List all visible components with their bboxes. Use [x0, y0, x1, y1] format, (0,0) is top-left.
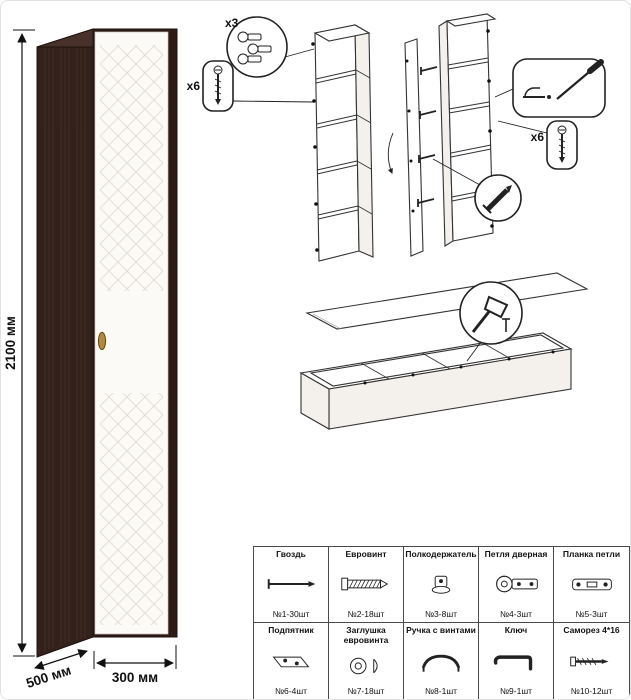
confirmat-callout-circle — [432, 158, 522, 222]
part-count: №1-30шт — [272, 608, 310, 619]
part-cell-shelf-support: Полкодержатель №3-8шт — [404, 547, 479, 623]
part-name: Заглушка евровинта — [343, 625, 389, 645]
shelf-unit-left — [311, 24, 374, 262]
part-cell-euroscrew: Евровинт №2-18шт — [329, 547, 404, 623]
height-dimension-label: 2100 мм — [3, 316, 18, 370]
screw-cap-icon — [350, 657, 378, 674]
screw-icon — [213, 65, 223, 105]
part-name: Саморез 4*16 — [563, 625, 620, 635]
handle-icon — [422, 654, 460, 672]
height-dimension: 2100 мм — [3, 29, 35, 657]
part-cell-handle: Ручка с винтами №8-1шт — [404, 623, 479, 699]
part-cell-door-hinge: Петля дверная №4-3шт — [479, 547, 554, 623]
self-tapping-screw-icon — [569, 656, 608, 667]
part-cell-screw-cap: Заглушка евровинта №7-18шт — [329, 623, 404, 699]
assembly-step-back-panel — [299, 272, 589, 430]
part-cell-nail: Гвоздь №1-30шт — [254, 547, 329, 623]
carcass-box — [299, 332, 573, 430]
part-count: №10-12шт — [570, 685, 613, 696]
confirmat-screw-icon — [482, 185, 512, 214]
glide-foot-icon — [272, 656, 310, 668]
hinge-icon — [237, 31, 272, 65]
shelf-support-icon — [431, 576, 451, 595]
part-name: Евровинт — [345, 549, 387, 559]
screw-icon — [557, 125, 567, 163]
part-cell-self-tapping-screw: Саморез 4*16 №10-12шт — [554, 623, 629, 699]
screw-count-right-label: x6 — [531, 130, 545, 144]
hammer-callout-circle — [459, 281, 523, 362]
screws-callout-box-right: x6 — [497, 120, 578, 170]
depth-dimension-label: 500 мм — [24, 662, 73, 691]
assembly-step-shelf-units: x3 x6 — [187, 13, 606, 262]
nail-icon — [267, 579, 316, 590]
part-count: №7-18шт — [347, 686, 385, 696]
part-name: Планка петли — [562, 549, 621, 559]
hinge-count-label: x3 — [225, 16, 239, 30]
part-count: №8-1шт — [424, 685, 458, 696]
door-hinge-icon — [496, 576, 538, 593]
hex-key-icon — [493, 655, 533, 671]
part-name: Гвоздь — [276, 549, 306, 559]
part-name: Ручка с винтами — [406, 625, 476, 635]
part-count: №2-18шт — [347, 608, 385, 619]
part-count: №6-4шт — [274, 685, 308, 696]
part-name: Петля дверная — [484, 549, 548, 559]
wardrobe-illustration: 2100 мм 300 мм 500 мм — [3, 28, 178, 691]
hinge-tool-callout-box — [494, 58, 606, 118]
parts-table: Гвоздь №1-30шт Евровинт №2-18шт Полкодер… — [253, 546, 630, 699]
join-arrow — [387, 132, 394, 174]
width-dimension: 300 мм — [93, 645, 177, 685]
side-panel — [36, 28, 94, 658]
hammer-icon — [471, 295, 510, 333]
hinge-screwdriver-icon — [523, 59, 604, 100]
width-dimension-label: 300 мм — [112, 670, 158, 685]
part-cell-hex-key: Ключ №9-1шт — [479, 623, 554, 699]
part-count: №4-3шт — [499, 608, 533, 619]
hinge-plate-icon — [571, 579, 612, 591]
screw-count-left-label: x6 — [187, 79, 201, 93]
part-cell-hinge-plate: Планка петли №5-3шт — [554, 547, 629, 623]
depth-dimension: 500 мм — [24, 649, 88, 691]
part-name: Полкодержатель — [405, 549, 477, 559]
screws-callout-box-left: x6 — [187, 60, 314, 112]
part-count: №3-8шт — [424, 608, 458, 619]
hinge-callout-circle: x3 — [225, 16, 315, 78]
part-count: №9-1шт — [499, 685, 533, 696]
part-name: Ключ — [504, 625, 528, 635]
euroscrew-icon — [341, 578, 389, 591]
confirmat-screws — [417, 66, 438, 207]
part-name: Подпятник — [268, 625, 314, 635]
part-count: №5-3шт — [575, 608, 608, 619]
door-handle — [97, 331, 107, 351]
part-cell-glide-foot: Подпятник №6-4шт — [254, 623, 329, 699]
front-door — [94, 31, 169, 635]
back-panel-sheet — [305, 272, 589, 330]
